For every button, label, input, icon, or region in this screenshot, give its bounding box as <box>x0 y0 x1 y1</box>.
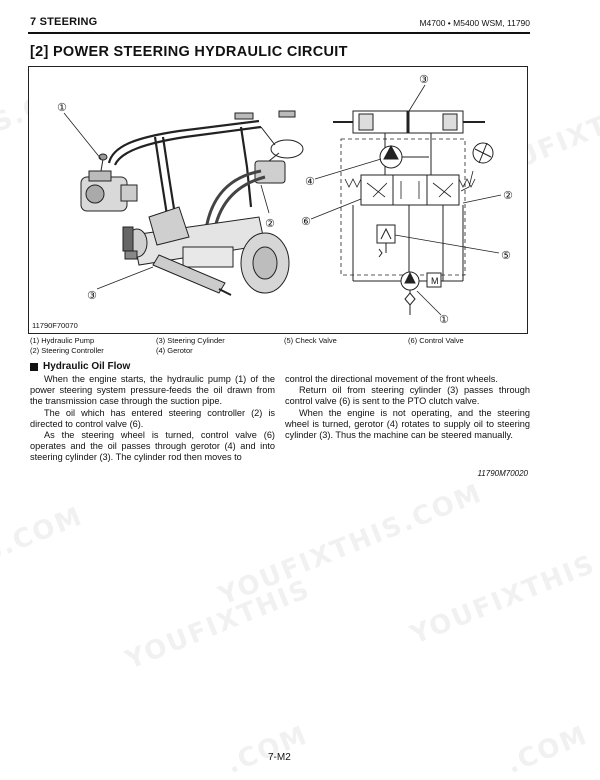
callout-2-assembly: ② <box>265 217 275 230</box>
document-code: 11790M70020 <box>477 469 528 478</box>
caption-item: (6) Control Valve <box>408 336 464 345</box>
caption-item: (2) Steering Controller <box>30 346 104 355</box>
body-paragraph: When the engine starts, the hydraulic pu… <box>30 374 275 407</box>
watermark: .COM <box>502 720 593 780</box>
hydraulic-pump-drawing <box>80 153 138 212</box>
watermark: YOUFIXTHIS <box>121 574 315 676</box>
page-title: [2] POWER STEERING HYDRAULIC CIRCUIT <box>30 44 348 60</box>
body-paragraph: When the engine is not operating, and th… <box>285 407 530 441</box>
caption-item: (4) Gerotor <box>156 346 193 355</box>
watermark: .COM <box>222 720 313 780</box>
schematic-hydraulic-pump: M <box>400 271 442 315</box>
page-number: 7-M2 <box>268 752 291 763</box>
caption-item: (5) Check Valve <box>284 336 337 345</box>
hydraulic-schematic: M <box>310 84 502 316</box>
caption-item: (3) Steering Cylinder <box>156 336 225 345</box>
assembly-illustration <box>63 110 304 296</box>
square-bullet-icon <box>30 362 38 371</box>
schematic-gerotor <box>379 144 429 169</box>
callout-1-schematic: ① <box>439 313 449 326</box>
schematic-check-valve <box>376 224 396 258</box>
body-left-column: When the engine starts, the hydraulic pu… <box>30 374 275 464</box>
callout-1-assembly: ① <box>57 101 67 114</box>
body-paragraph: The oil which has entered steering contr… <box>30 407 275 429</box>
body-paragraph: Return oil from steering cylinder (3) pa… <box>285 385 530 407</box>
motor-label: M <box>431 276 439 286</box>
callout-6-schematic: ⑥ <box>301 215 311 228</box>
schematic-callout-leaders <box>310 84 502 316</box>
caption-item: (1) Hydraulic Pump <box>30 336 95 345</box>
hydraulic-pipes <box>107 119 262 216</box>
hydraulic-circuit-figure: M ① ② ③ ③ ④ ② ⑥ ⑤ ① <box>57 73 513 326</box>
body-right-column: control the directional movement of the … <box>285 374 530 441</box>
body-paragraph: control the directional movement of the … <box>285 374 498 384</box>
schematic-steering-cylinder <box>333 110 485 134</box>
callout-5-schematic: ⑤ <box>501 249 511 262</box>
callout-4-schematic: ④ <box>305 175 315 188</box>
section-heading: Hydraulic Oil Flow <box>30 361 130 372</box>
figure-code: 11790F70070 <box>32 321 78 330</box>
callout-3-assembly: ③ <box>87 289 97 302</box>
callout-2-schematic: ② <box>503 189 513 202</box>
schematic-steering-wheel <box>460 142 494 192</box>
steering-cylinder-drawing <box>122 226 232 296</box>
watermark: S.COM <box>0 501 88 569</box>
watermark: YOUFIXTHIS <box>406 549 600 651</box>
figure-frame: M ① ② ③ ③ ④ ② ⑥ ⑤ ① <box>28 66 528 334</box>
manual-reference: M4700 • M5400 WSM, 11790 <box>419 18 530 28</box>
section-heading-text: Hydraulic Oil Flow <box>43 361 131 372</box>
assembly-callout-leaders <box>63 112 270 290</box>
section-header: 7 STEERING <box>30 16 98 28</box>
watermark: YOUFIXTHIS.COM <box>214 478 487 612</box>
front-axle-drawing <box>126 206 290 294</box>
header-rule <box>28 32 530 34</box>
body-paragraph: As the steering wheel is turned, control… <box>30 430 275 463</box>
callout-3-schematic: ③ <box>419 73 429 86</box>
schematic-control-valve <box>344 174 476 206</box>
